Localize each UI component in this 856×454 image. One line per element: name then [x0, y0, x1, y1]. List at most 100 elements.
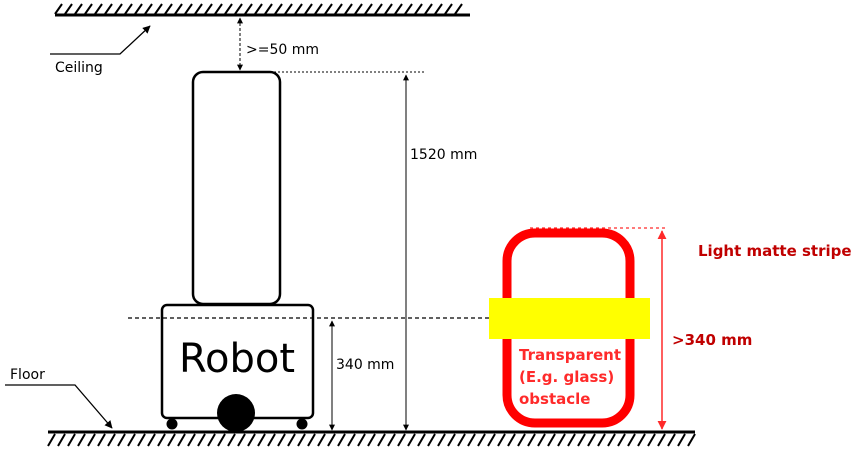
hatch-mark — [197, 433, 206, 447]
hatch-mark — [404, 3, 413, 15]
hatch-mark — [237, 433, 246, 447]
hatch-mark — [114, 3, 123, 15]
hatch-mark — [247, 433, 256, 447]
hatch-mark — [174, 3, 183, 15]
hatch-mark — [204, 3, 213, 15]
hatch-mark — [177, 433, 186, 447]
hatch-mark — [167, 433, 176, 447]
hatch-mark — [284, 3, 293, 15]
hatch-mark — [304, 3, 313, 15]
robot-caster-right — [296, 418, 308, 430]
robot-caster-left — [166, 418, 178, 430]
hatch-mark — [377, 433, 386, 447]
hatch-mark — [127, 433, 136, 447]
floor — [47, 430, 696, 447]
hatch-mark — [327, 433, 336, 447]
hatch-mark — [567, 433, 576, 447]
hatch-mark — [687, 433, 696, 447]
hatch-mark — [447, 433, 456, 447]
hatch-mark — [424, 3, 433, 15]
hatch-mark — [397, 433, 406, 447]
hatch-mark — [414, 3, 423, 15]
hatch-mark — [374, 3, 383, 15]
hatch-mark — [657, 433, 666, 447]
hatch-mark — [94, 3, 103, 15]
hatch-mark — [587, 433, 596, 447]
hatch-mark — [437, 433, 446, 447]
hatch-mark — [74, 3, 83, 15]
hatch-mark — [77, 433, 86, 447]
hatch-mark — [87, 433, 96, 447]
hatch-mark — [104, 3, 113, 15]
hatch-mark — [214, 3, 223, 15]
hatch-mark — [517, 433, 526, 447]
hatch-mark — [577, 433, 586, 447]
hatch-mark — [677, 433, 686, 447]
hatch-mark — [357, 433, 366, 447]
hatch-mark — [384, 3, 393, 15]
hatch-mark — [217, 433, 226, 447]
hatch-mark — [224, 3, 233, 15]
hatch-mark — [467, 433, 476, 447]
hatch-mark — [354, 3, 363, 15]
floor-label: Floor — [10, 367, 45, 383]
hatch-mark — [134, 3, 143, 15]
hatch-mark — [264, 3, 273, 15]
hatch-mark — [547, 433, 556, 447]
hatch-mark — [407, 433, 416, 447]
ceiling — [54, 3, 470, 17]
hatch-mark — [187, 433, 196, 447]
hatch-mark — [207, 433, 216, 447]
hatch-mark — [427, 433, 436, 447]
hatch-mark — [234, 3, 243, 15]
floor-leader — [5, 384, 113, 429]
hatch-mark — [667, 433, 676, 447]
hatch-mark — [257, 433, 266, 447]
ceiling-hatch — [54, 3, 463, 15]
hatch-mark — [194, 3, 203, 15]
hatch-mark — [487, 433, 496, 447]
robot-drive-wheel — [217, 394, 255, 432]
hatch-mark — [267, 433, 276, 447]
ceiling-label: Ceiling — [55, 60, 103, 76]
hatch-mark — [557, 433, 566, 447]
obstacle-label-line2: (E.g. glass) — [519, 368, 614, 386]
hatch-mark — [54, 3, 63, 15]
hatch-mark — [344, 3, 353, 15]
hatch-mark — [124, 3, 133, 15]
obstacle-label-line3: obstacle — [519, 390, 590, 408]
hatch-mark — [444, 3, 453, 15]
stripe-label: Light matte stripe — [698, 242, 852, 260]
hatch-mark — [367, 433, 376, 447]
obstacle-label-line1: Transparent — [519, 346, 621, 364]
hatch-mark — [637, 433, 646, 447]
hatch-mark — [144, 3, 153, 15]
hatch-mark — [527, 433, 536, 447]
clearance-label: >=50 mm — [246, 42, 319, 58]
hatch-mark — [107, 433, 116, 447]
hatch-mark — [477, 433, 486, 447]
hatch-mark — [244, 3, 253, 15]
hatch-mark — [254, 3, 263, 15]
hatch-mark — [394, 3, 403, 15]
hatch-mark — [297, 433, 306, 447]
hatch-mark — [57, 433, 66, 447]
hatch-mark — [67, 433, 76, 447]
robot-upper-body — [191, 70, 282, 306]
hatch-mark — [117, 433, 126, 447]
hatch-mark — [137, 433, 146, 447]
hatch-mark — [47, 433, 56, 447]
hatch-mark — [507, 433, 516, 447]
robot-height-label: 1520 mm — [410, 147, 477, 163]
hatch-mark — [64, 3, 73, 15]
hatch-mark — [537, 433, 546, 447]
hatch-mark — [154, 3, 163, 15]
hatch-mark — [277, 433, 286, 447]
hatch-mark — [454, 3, 463, 15]
hatch-mark — [157, 433, 166, 447]
hatch-mark — [417, 433, 426, 447]
hatch-mark — [164, 3, 173, 15]
floor-hatch — [47, 433, 696, 447]
